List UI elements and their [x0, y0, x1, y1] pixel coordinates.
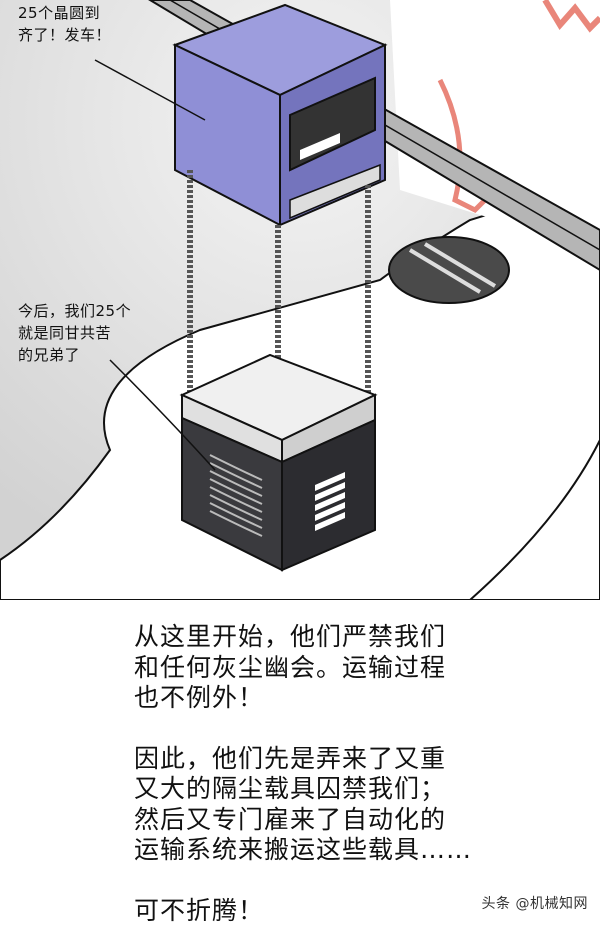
paragraph-gap [134, 714, 574, 744]
speech-bubble-mid: 今后，我们25个就是同甘共苦的兄弟了 [18, 300, 178, 366]
speech-line: 25个晶圆到 [18, 4, 100, 22]
speech-line: 齐了！发车！ [18, 26, 111, 44]
speech-bubble-top: 25个晶圆到齐了！发车！ [18, 2, 168, 46]
narration-line: 然后又专门雇来了自动化的 [134, 805, 574, 836]
narration-line: 又大的隔尘载具囚禁我们； [134, 774, 574, 805]
narration-block: 从这里开始，他们严禁我们 和任何灰尘幽会。运输过程 也不例外！ 因此，他们先是弄… [134, 622, 574, 926]
narration-line: 因此，他们先是弄来了又重 [134, 744, 574, 775]
narration-line: 从这里开始，他们严禁我们 [134, 622, 574, 653]
narration-line: 也不例外！ [134, 683, 574, 714]
paragraph-gap [134, 866, 574, 896]
speech-line: 就是同甘共苦 [18, 324, 111, 342]
wafer-disc [389, 237, 509, 303]
speech-line: 的兄弟了 [18, 346, 80, 364]
narration-line: 和任何灰尘幽会。运输过程 [134, 653, 574, 684]
narration-line: 运输系统来搬运这些载具…… [134, 835, 574, 866]
watermark: 头条 @机械知网 [482, 893, 588, 913]
speech-line: 今后，我们25个 [18, 302, 131, 320]
